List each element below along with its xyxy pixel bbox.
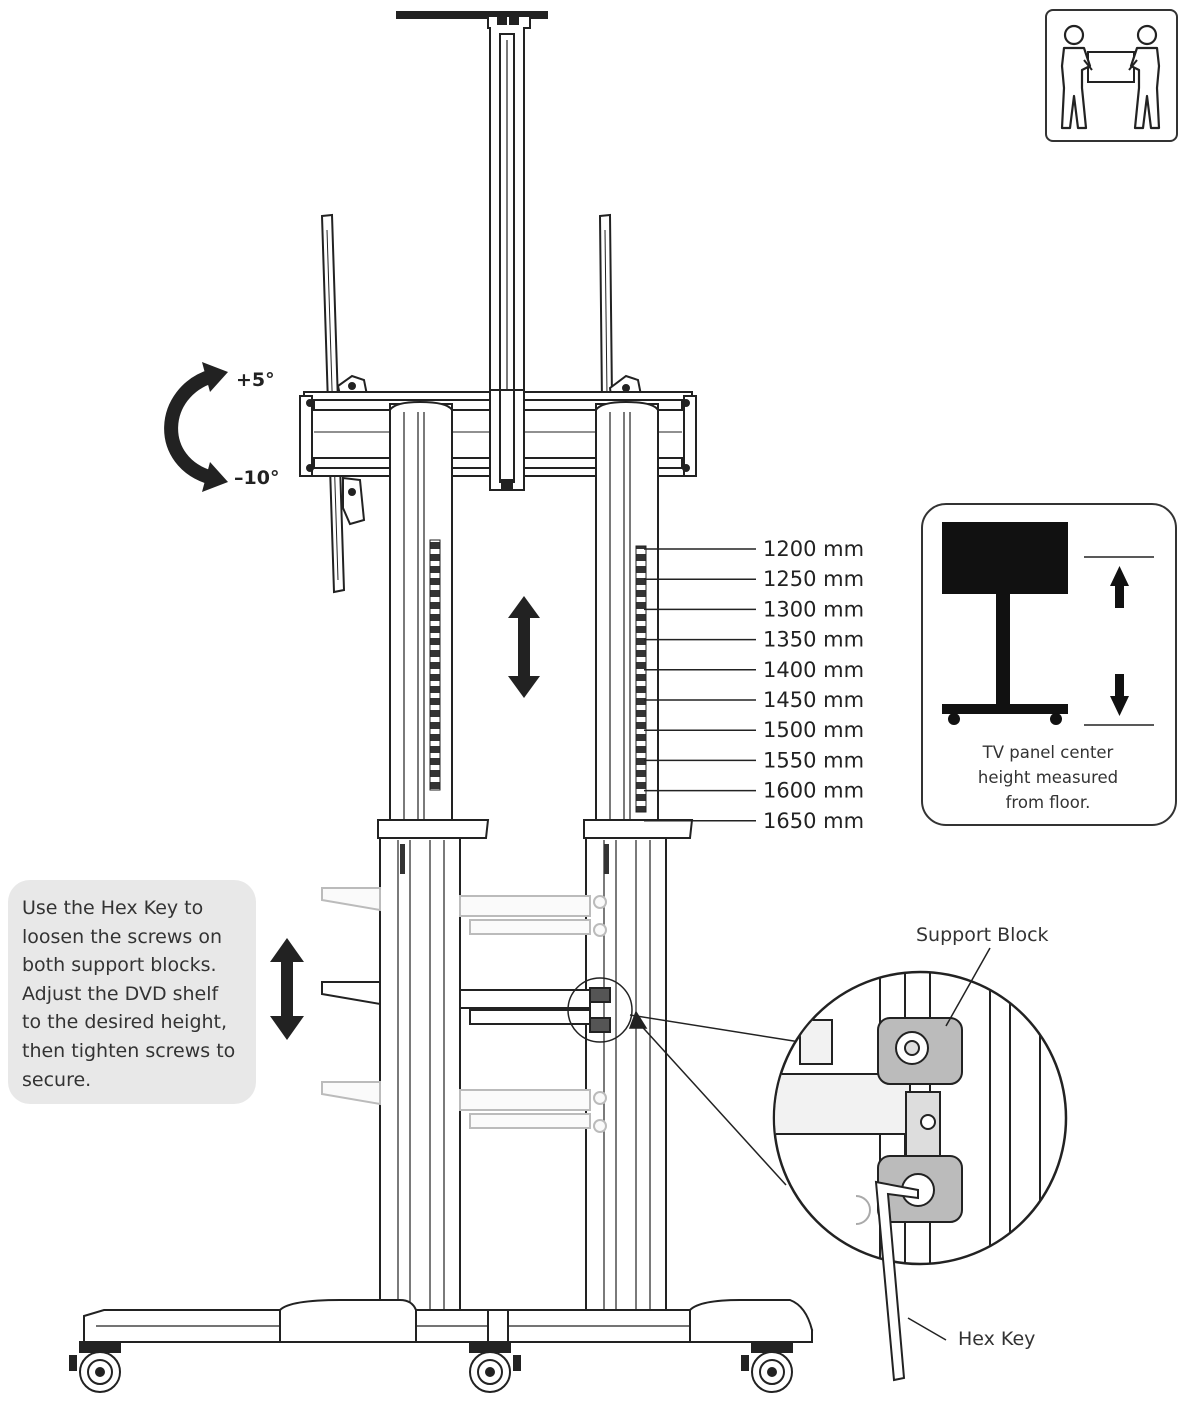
shelf-note-line: loosen the screws on (22, 925, 222, 948)
shelf-note-line: Adjust the DVD shelf (22, 982, 219, 1005)
support-block-label: Support Block (916, 924, 1049, 946)
zoom-leader-lines (628, 1010, 801, 1186)
column-collars (377, 819, 694, 839)
tv-caption-line: TV panel center (982, 743, 1114, 762)
hex-key-label: Hex Key (958, 1328, 1036, 1350)
tilt-arrow-icon (164, 362, 228, 492)
shelf-adjust-arrow-icon (270, 938, 304, 1040)
height-label: 1600 mm (763, 779, 864, 803)
ghost-shelf-upper (321, 887, 607, 937)
support-block-detail (772, 970, 1068, 1382)
caster-left (69, 1341, 121, 1393)
height-adjust-arrow-icon (508, 596, 540, 698)
shelf-note-line: both support blocks. (22, 954, 217, 977)
right-upper-column (595, 400, 659, 823)
hex-key-tool (874, 1180, 919, 1382)
base-frame (83, 1299, 814, 1343)
center-pole (489, 389, 525, 491)
shelf-note-line: secure. (22, 1068, 92, 1091)
caster-right (741, 1341, 793, 1393)
shelf-note-box (8, 880, 256, 1104)
height-label: 1350 mm (763, 628, 864, 652)
tv-caption-line: from floor. (1005, 793, 1091, 812)
caster-wheels (69, 1341, 793, 1393)
caster-center (469, 1341, 521, 1393)
height-label: 1450 mm (763, 688, 864, 712)
tv-height-inset (921, 503, 1177, 826)
right-mounting-arm (598, 213, 644, 410)
tilt-up-label: +5° (236, 369, 275, 391)
height-label: 1250 mm (763, 567, 864, 591)
height-positions: 1200 mm 1250 mm 1300 mm 1350 mm 1400 mm 1450 … (644, 537, 864, 833)
left-lower-column (379, 837, 461, 1317)
ghost-shelf-lower (321, 1081, 607, 1133)
shelf-note-line: then tighten screws to (22, 1039, 236, 1062)
left-upper-column (389, 400, 453, 823)
height-label: 1550 mm (763, 748, 864, 772)
right-lower-column (585, 837, 667, 1317)
tv-panel-icon (942, 522, 1068, 594)
tv-caption-line: height measured (977, 768, 1119, 787)
tilt-down-label: –10° (234, 467, 279, 489)
dvd-shelf (321, 977, 633, 1043)
shelf-note-line: Use the Hex Key to (22, 897, 204, 919)
height-label: 1400 mm (763, 658, 864, 682)
height-label: 1200 mm (763, 537, 864, 561)
height-label: 1500 mm (763, 718, 864, 742)
shelf-note-line: to the desired height, (22, 1011, 228, 1034)
tv-inset-caption: TV panel center height measured from flo… (926, 740, 1170, 815)
shelf-note: Use the Hex Key to loosen the screws on … (22, 894, 262, 1094)
height-label: 1300 mm (763, 597, 864, 621)
height-label: 1650 mm (763, 809, 864, 833)
two-person-lift-icon (1045, 9, 1178, 142)
